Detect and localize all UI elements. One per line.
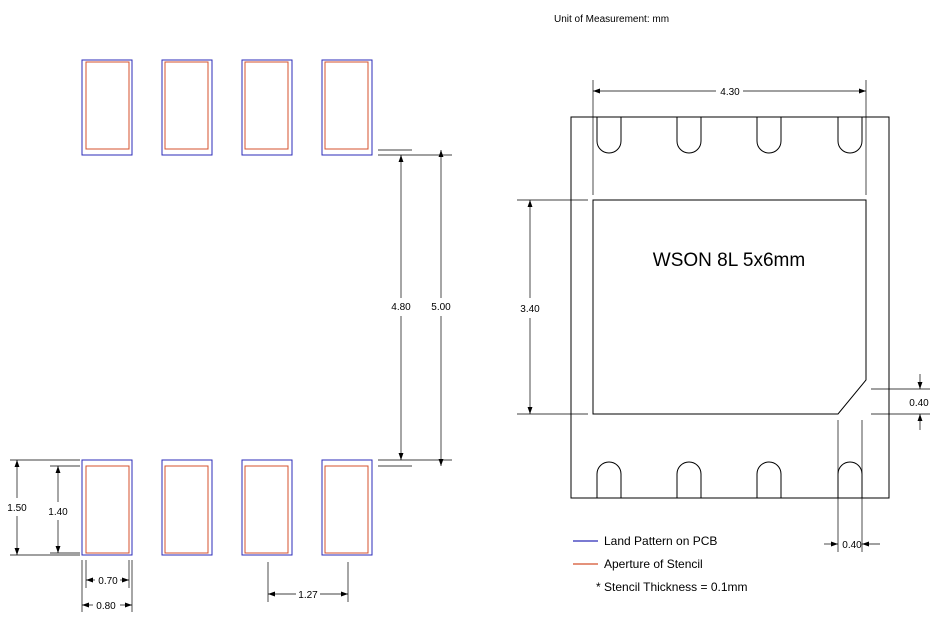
dim-pad-length <box>10 459 80 556</box>
bottom-pads <box>81 459 373 556</box>
legend-aperture-label: Aperture of Stencil <box>604 557 703 571</box>
dim-4-30: 4.30 <box>720 87 740 98</box>
top-pads <box>81 59 373 156</box>
dim-pad-spacing <box>378 149 452 467</box>
pad-top-2 <box>161 59 213 156</box>
dim-0-40-chamfer: 0.40 <box>909 398 929 409</box>
dim-0-70: 0.70 <box>98 576 118 587</box>
dim-1-50: 1.50 <box>7 503 27 514</box>
legend: Land Pattern on PCB Aperture of Stencil … <box>573 534 748 594</box>
pad-bottom-1 <box>81 459 133 556</box>
dim-1-40: 1.40 <box>48 507 68 518</box>
legend-land-label: Land Pattern on PCB <box>604 534 717 548</box>
dim-4-80: 4.80 <box>391 302 411 313</box>
dim-chamfer <box>871 374 930 430</box>
dim-exposed-pad <box>517 199 588 415</box>
pad-top-4 <box>321 59 373 156</box>
unit-label: Unit of Measurement: mm <box>554 14 669 25</box>
dim-3-40: 3.40 <box>520 304 540 315</box>
dim-0-80: 0.80 <box>96 601 116 612</box>
package-title: WSON 8L 5x6mm <box>653 250 805 271</box>
dim-lead-width <box>824 420 880 552</box>
package-outline <box>570 116 890 499</box>
legend-thickness-note: * Stencil Thickness = 0.1mm <box>596 580 748 594</box>
pad-bottom-3 <box>241 459 293 556</box>
pad-bottom-4 <box>321 459 373 556</box>
pad-top-3 <box>241 59 293 156</box>
dim-5-00: 5.00 <box>431 302 451 313</box>
dim-1-27: 1.27 <box>298 590 318 601</box>
pad-bottom-2 <box>161 459 213 556</box>
dim-pitch <box>267 562 349 602</box>
dim-0-40-lead: 0.40 <box>842 540 862 551</box>
pad-top-1 <box>81 59 133 156</box>
dim-pkg-width <box>592 80 867 195</box>
dim-pad-width <box>81 560 133 612</box>
